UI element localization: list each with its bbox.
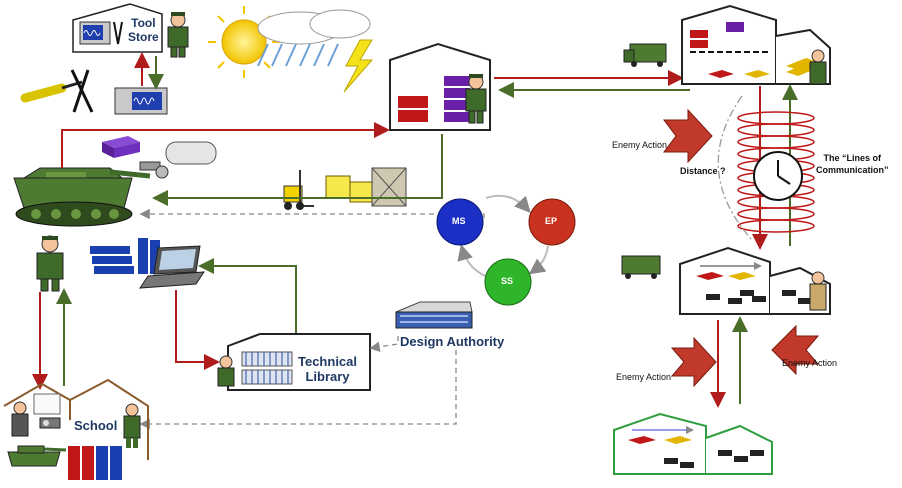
rain-cloud-icon <box>257 9 371 67</box>
enemy-action-label-left: Enemy Action <box>616 372 672 382</box>
book-stack-icon <box>241 351 293 385</box>
design-authority-label: Design Authority <box>400 334 505 349</box>
lines-of-communication-label: The “Lines of Communication” <box>816 153 889 175</box>
ss-node-label: SS <box>501 276 514 286</box>
forward-depot <box>679 246 831 315</box>
forklift-icon <box>283 170 314 210</box>
chip-icon <box>139 141 217 179</box>
clock-icon <box>753 151 803 201</box>
soldier-icon <box>809 271 827 311</box>
rear-depot <box>681 4 831 85</box>
school-label: School <box>74 418 118 433</box>
technical-library-label: Technical Library <box>298 354 358 384</box>
ms-ep-ss-cycle <box>436 194 576 306</box>
tools-icon <box>113 21 123 45</box>
enemy-action-arrow <box>663 108 713 164</box>
ms-node-label: MS <box>452 216 466 226</box>
ss-node <box>484 258 532 306</box>
soldier-icon <box>809 49 827 85</box>
warehouse-icon <box>389 42 491 131</box>
crate-icon <box>102 136 140 158</box>
distance-label: Distance ? <box>680 166 726 176</box>
tank-icon <box>7 445 67 467</box>
soldier-icon <box>123 403 141 448</box>
school-building <box>3 378 149 460</box>
truck-icon <box>621 255 661 279</box>
projector-icon <box>39 417 61 429</box>
technical-library <box>227 333 371 391</box>
ms-node <box>436 198 484 246</box>
sun-icon <box>208 6 280 78</box>
chip-icon <box>706 290 812 304</box>
soldier-icon <box>217 355 235 387</box>
design-authority-building <box>395 301 473 329</box>
crate-icon <box>325 167 407 207</box>
ep-node-label: EP <box>545 216 558 226</box>
tool-store-label: Tool Store <box>128 16 159 44</box>
soldier-icon <box>11 401 29 437</box>
soldier-icon <box>465 74 487 124</box>
enemy-action-label-top: Enemy Action <box>612 140 668 150</box>
forward-depot-green <box>613 412 773 475</box>
tool-store <box>72 3 163 53</box>
manuals-icon <box>90 238 160 274</box>
ep-node <box>528 198 576 246</box>
tank-icon <box>13 167 151 227</box>
soldier-icon <box>167 12 189 58</box>
tools-icon <box>20 69 94 113</box>
oscilloscope-icon <box>79 21 111 45</box>
enemy-action-arrow <box>670 336 717 388</box>
enemy-action-arrow <box>771 324 820 376</box>
laptop-icon <box>139 245 205 289</box>
oscilloscope-icon <box>114 87 168 115</box>
chip-icon <box>664 450 764 468</box>
enemy-action-label-right: Enemy Action <box>782 358 838 368</box>
truck-icon <box>623 43 667 67</box>
soldier-icon <box>36 235 64 292</box>
lightning-icon <box>343 39 374 93</box>
book-stack-icon <box>68 446 122 480</box>
